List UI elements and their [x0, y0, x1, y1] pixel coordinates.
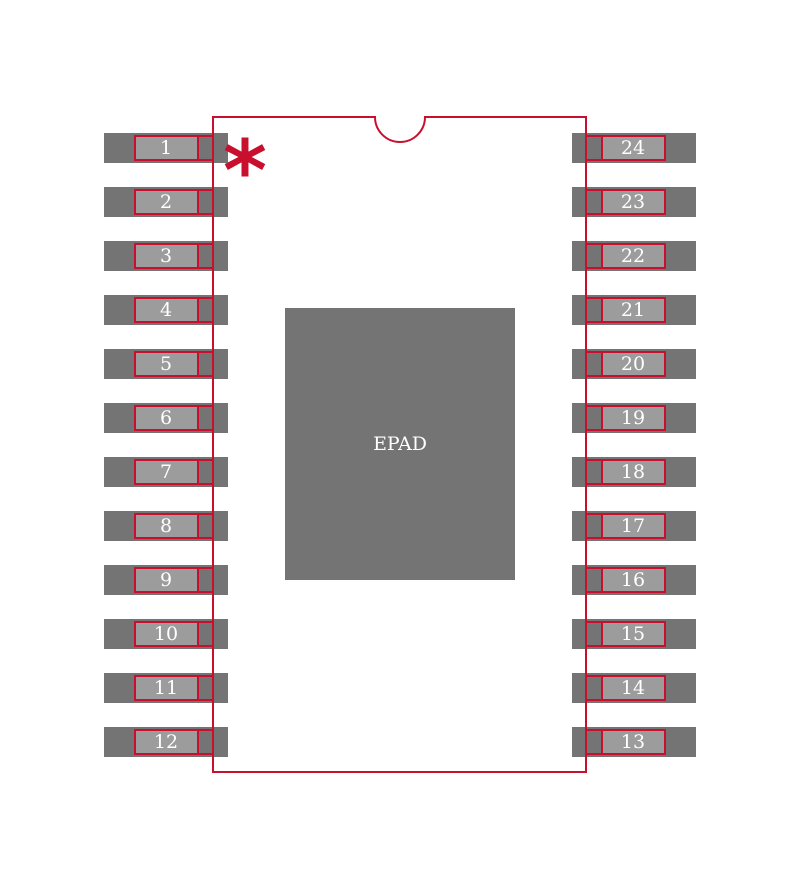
- pad-inner-left-5: [135, 352, 198, 376]
- pin-label-19: 19: [621, 407, 645, 429]
- pin-label-20: 20: [621, 353, 645, 375]
- pin-label-11: 11: [154, 677, 178, 699]
- pad-inner-right-21: [602, 298, 665, 322]
- pad-inner-right-17: [602, 514, 665, 538]
- pad-inner-left-12: [135, 730, 198, 754]
- pin-label-23: 23: [621, 191, 645, 213]
- package-outline: [212, 116, 587, 773]
- pad-inner-right-24: [602, 136, 665, 160]
- pin-label-15: 15: [621, 623, 645, 645]
- pin-label-21: 21: [621, 299, 645, 321]
- pin-label-7: 7: [160, 461, 172, 483]
- pad-inner-left-2: [135, 190, 198, 214]
- pin-label-24: 24: [621, 137, 645, 159]
- epad: EPAD: [285, 308, 515, 580]
- pin-label-18: 18: [621, 461, 645, 483]
- body-outline: [212, 116, 587, 773]
- pad-inner-right-19: [602, 406, 665, 430]
- pin1-marker: *: [223, 122, 267, 220]
- pin-label-17: 17: [621, 515, 645, 537]
- pad-inner-right-13: [602, 730, 665, 754]
- pin-label-4: 4: [160, 299, 172, 321]
- pad-inner-left-9: [135, 568, 198, 592]
- pads-layer: [104, 133, 696, 757]
- pad-inner-right-18: [602, 460, 665, 484]
- pad-inner-left-1: [135, 136, 198, 160]
- pad-inner-left-8: [135, 514, 198, 538]
- pad-inner-right-14: [602, 676, 665, 700]
- pad-inner-left-6: [135, 406, 198, 430]
- pin1-star: *: [223, 122, 267, 220]
- pad-inner-left-3: [135, 244, 198, 268]
- pad-inner-left-10: [135, 622, 198, 646]
- pad-inner-right-15: [602, 622, 665, 646]
- pin-label-16: 16: [621, 569, 645, 591]
- pin-label-10: 10: [154, 623, 178, 645]
- pin-label-6: 6: [160, 407, 172, 429]
- pad-inner-right-23: [602, 190, 665, 214]
- pin-label-14: 14: [621, 677, 645, 699]
- epad-rect: [285, 308, 515, 580]
- pin-label-9: 9: [160, 569, 172, 591]
- epad-label: EPAD: [373, 433, 427, 455]
- pad-inner-right-16: [602, 568, 665, 592]
- pad-inner-left-4: [135, 298, 198, 322]
- pin-label-1: 1: [160, 137, 172, 159]
- pin-label-3: 3: [160, 245, 172, 267]
- pin-label-13: 13: [621, 731, 645, 753]
- pin-label-2: 2: [160, 191, 172, 213]
- pin-label-5: 5: [160, 353, 172, 375]
- pin-label-12: 12: [154, 731, 178, 753]
- pad-inner-left-11: [135, 676, 198, 700]
- pin-label-22: 22: [621, 245, 645, 267]
- pin-label-8: 8: [160, 515, 172, 537]
- pad-inner-right-22: [602, 244, 665, 268]
- pad-inner-right-20: [602, 352, 665, 376]
- pad-inner-left-7: [135, 460, 198, 484]
